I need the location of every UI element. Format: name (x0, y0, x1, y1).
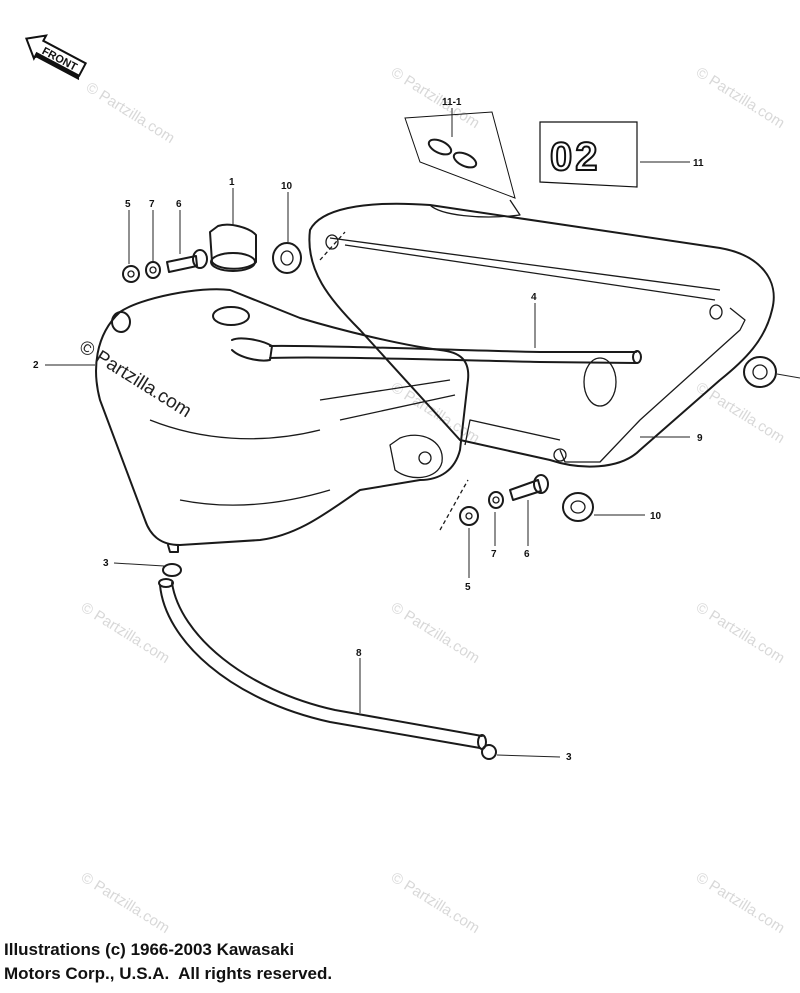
grommet-lower (562, 492, 594, 522)
callout-1: 1 (229, 177, 235, 188)
copyright-line-1: Illustrations (c) 1966-2003 Kawasaki (4, 940, 295, 959)
watermark-large: © Partzilla.com (75, 336, 195, 422)
callout-10-lower: 10 (650, 511, 662, 522)
callout-7-lower: 7 (491, 549, 497, 560)
hose-clamp-upper (162, 563, 182, 577)
grommet-upper (272, 242, 302, 274)
washer-upper-7 (145, 261, 161, 279)
fuel-cap (209, 223, 257, 272)
callout-7-upper: 7 (149, 199, 155, 210)
copyright-notice: Illustrations (c) 1966-2003 Kawasaki Mot… (4, 938, 332, 986)
callout-5-lower: 5 (465, 582, 471, 593)
vent-hose (231, 337, 642, 364)
watermark: © Partzilla.com (693, 64, 788, 132)
front-arrow-icon: FRONT (24, 34, 88, 81)
callout-6-lower: 6 (524, 549, 530, 560)
callout-3-lower: 3 (566, 752, 572, 763)
fuel-hose (158, 578, 487, 750)
side-cover (308, 199, 775, 468)
callout-9: 9 (697, 433, 703, 444)
watermark: © Partzilla.com (693, 599, 788, 667)
callout-6-upper: 6 (176, 199, 182, 210)
watermark: © Partzilla.com (78, 869, 173, 937)
copyright-line-2: Motors Corp., U.S.A. All rights reserved… (4, 964, 333, 983)
alignment-guides (319, 231, 469, 531)
callout-3-upper: 3 (103, 558, 109, 569)
watermark: © Partzilla.com (693, 869, 788, 937)
callout-10-upper: 10 (281, 181, 293, 192)
washer-lower-7 (488, 491, 504, 509)
callout-4: 4 (531, 292, 537, 303)
washer-upper-5 (122, 265, 140, 283)
callout-11-1: 11-1 (442, 97, 462, 108)
callout-labels: 1 2 3 3 4 5 5 6 6 7 7 8 9 10 10 11 11-1 (33, 97, 704, 763)
hose-clamp-lower (481, 744, 497, 760)
watermark: © Partzilla.com (388, 599, 483, 667)
bolt-lower-6 (509, 474, 549, 501)
retaining-band (559, 307, 746, 463)
watermark: © Partzilla.com (78, 599, 173, 667)
watermark: © Partzilla.com (388, 64, 483, 132)
watermark: © Partzilla.com (693, 379, 788, 447)
callout-11: 11 (693, 158, 704, 169)
emblem-text: 02 (550, 135, 601, 179)
watermark: © Partzilla.com (388, 869, 483, 937)
emblem-decal: 02 (539, 121, 638, 188)
fuel-tank (95, 288, 470, 553)
bolt-upper-6 (166, 249, 208, 273)
callout-8: 8 (356, 648, 362, 659)
callout-5-upper: 5 (125, 199, 131, 210)
callout-2: 2 (33, 360, 39, 371)
grommet-right (743, 356, 777, 388)
washer-lower-5 (459, 506, 479, 526)
emblem-clip (404, 111, 516, 199)
leader-lines (45, 108, 800, 758)
watermark: © Partzilla.com (83, 79, 178, 147)
